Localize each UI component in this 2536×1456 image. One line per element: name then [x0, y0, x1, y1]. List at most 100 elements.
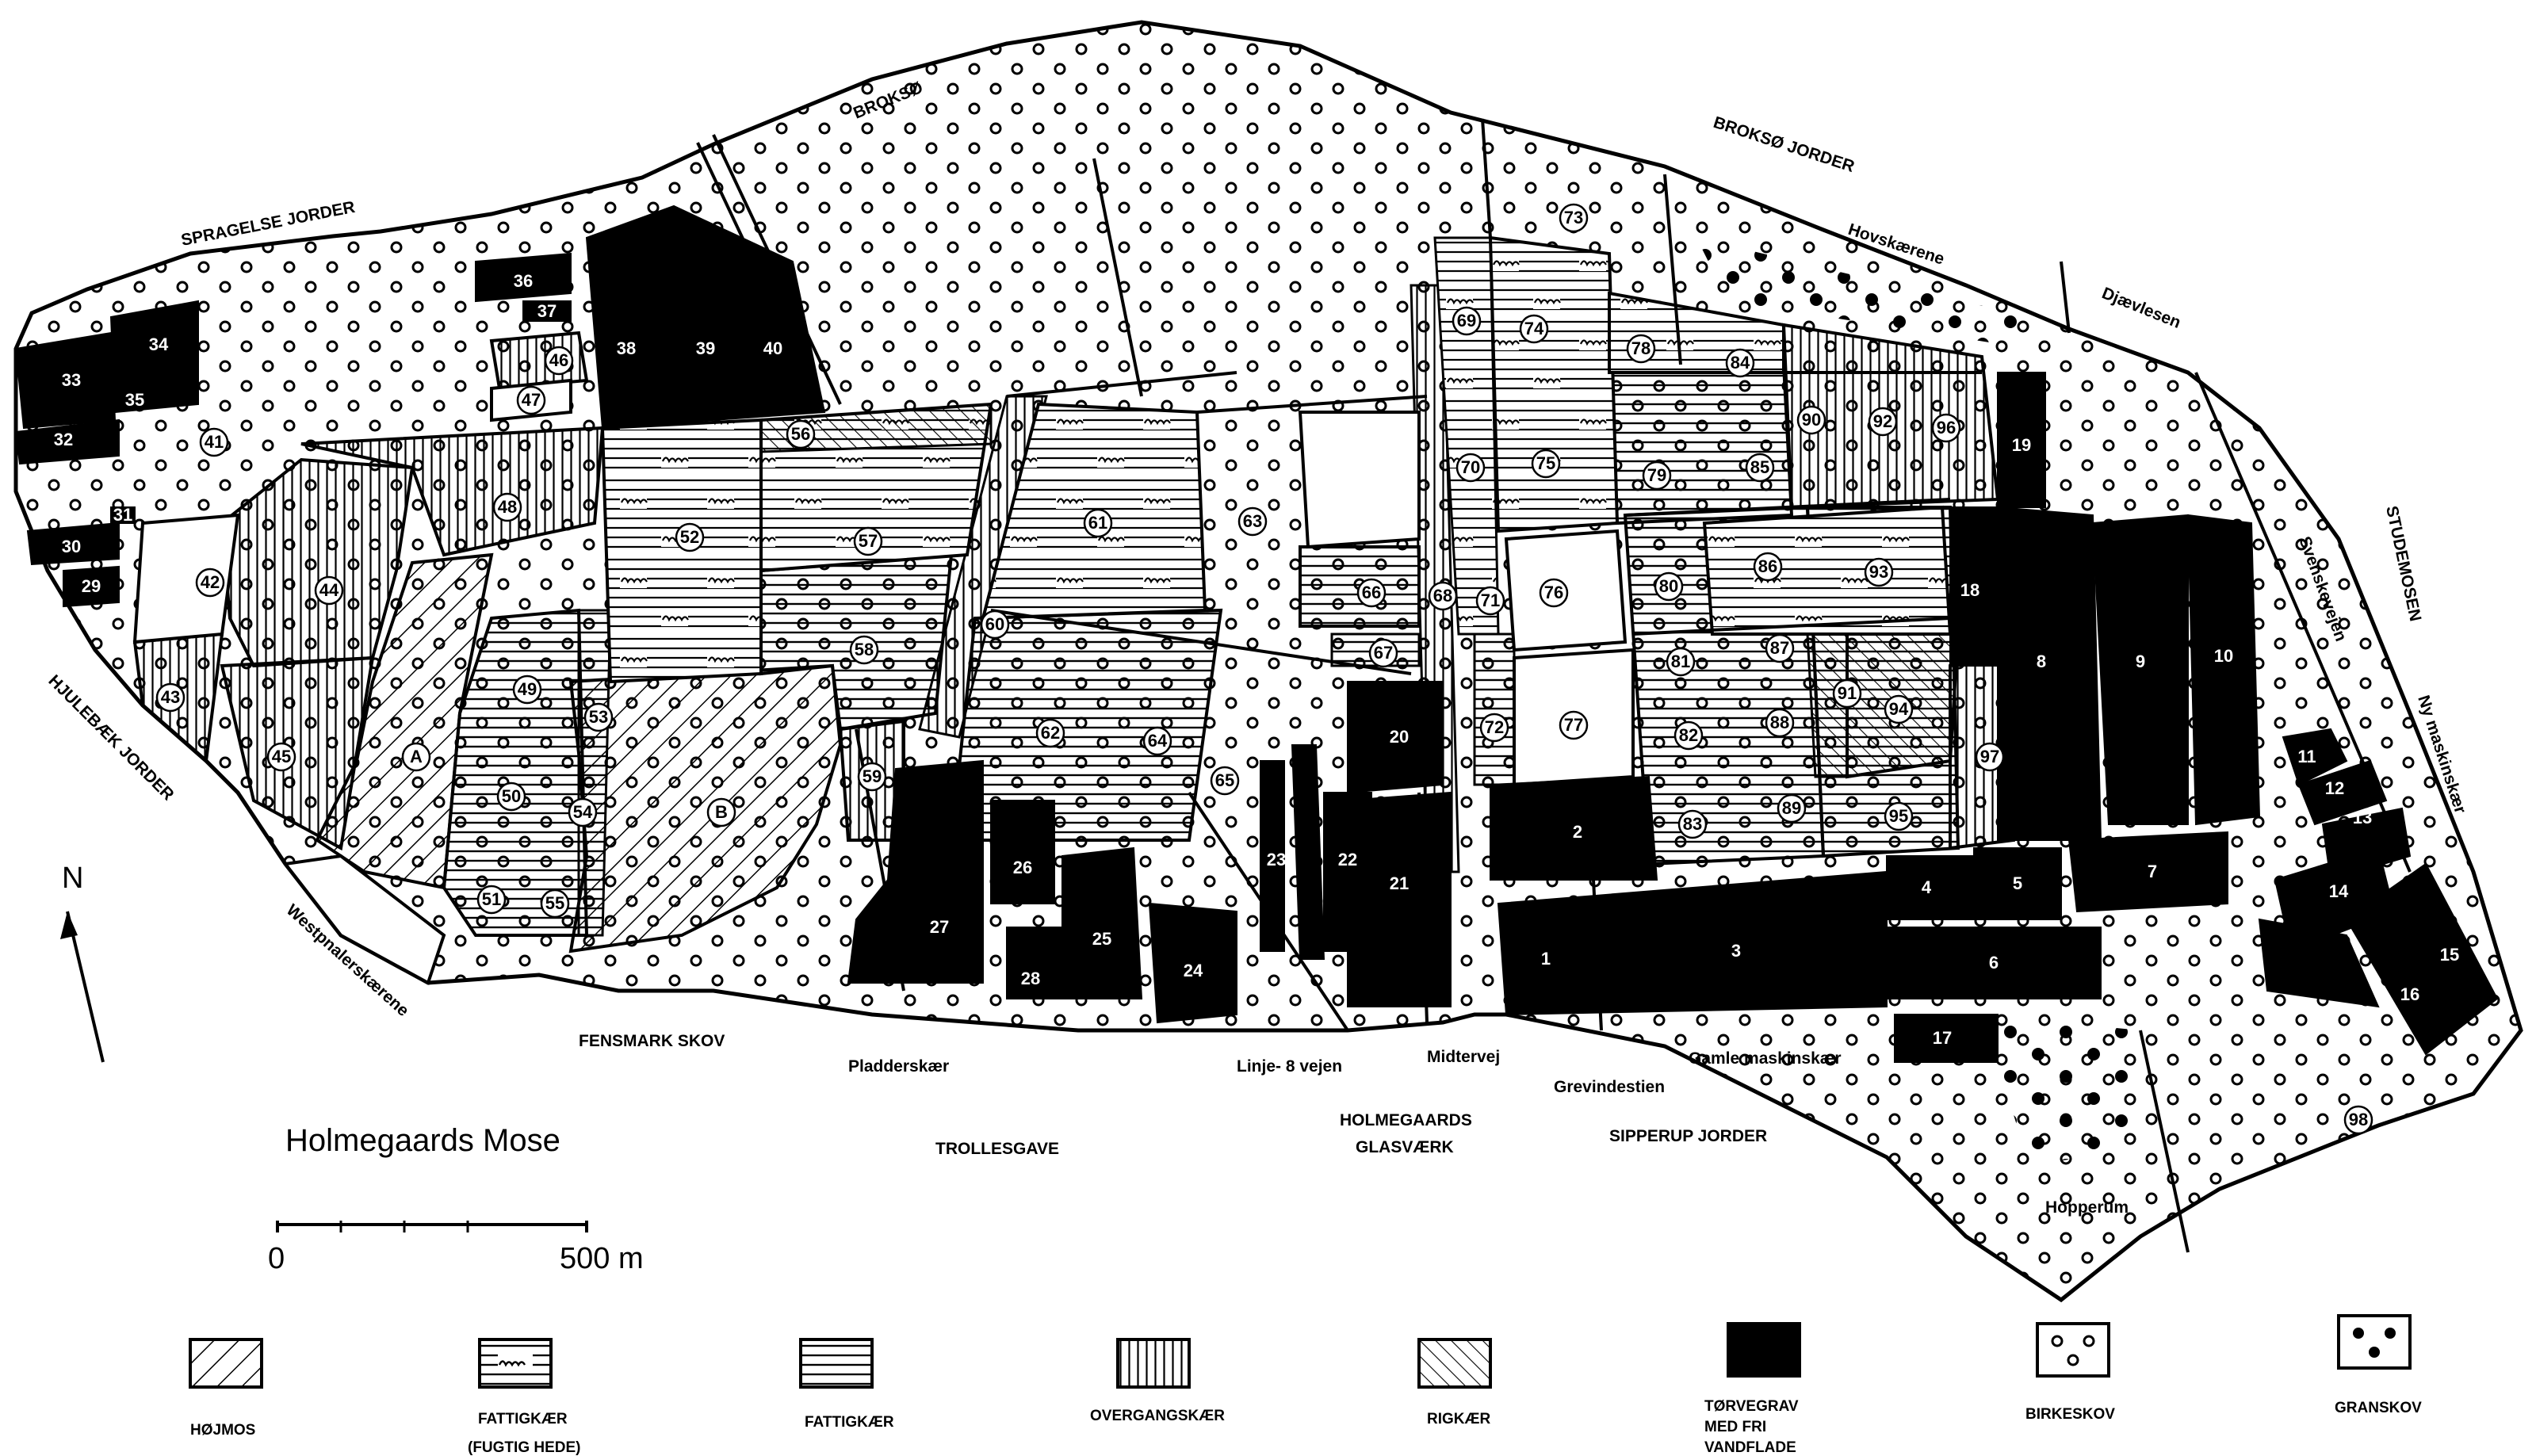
- parcel-label-94: 94: [1889, 699, 1909, 719]
- parcel-badge-41: [199, 427, 229, 457]
- legend-birkeskov-label: BIRKESKOV: [2025, 1406, 2115, 1423]
- parcel-badge-88: [1765, 708, 1795, 738]
- parcel-badge-49: [512, 674, 542, 705]
- parcel-label-98: 98: [2349, 1110, 2368, 1129]
- parcel-badge-81: [1666, 647, 1696, 677]
- legend-torvegrav-label-2: MED FRI: [1704, 1419, 1766, 1435]
- parcel-56-rigkaer: [759, 403, 993, 453]
- parcel-badge-67: [1368, 638, 1398, 668]
- parcel-label-38: 38: [617, 338, 636, 358]
- parcel-label-59: 59: [863, 766, 882, 786]
- parcel-label-22: 22: [1338, 850, 1357, 869]
- parcel-badge-93: [1864, 557, 1894, 587]
- parcel-69-71-hede: [1433, 236, 1500, 636]
- parcel-label-46: 46: [549, 350, 568, 370]
- parcel-badge-83: [1677, 809, 1708, 839]
- parcel-label-32: 32: [54, 430, 73, 449]
- parcel-label-1: 1: [1541, 949, 1551, 969]
- parcel-label-88: 88: [1770, 713, 1789, 732]
- legend-torvegrav-label-1: TØRVEGRAV: [1704, 1398, 1799, 1415]
- parcel-label-89: 89: [1782, 798, 1801, 818]
- scale-bar: 0 500 m: [268, 1221, 644, 1275]
- scale-end: 500 m: [560, 1242, 644, 1275]
- legend-granskov-label: GRANSKOV: [2335, 1400, 2422, 1416]
- parcel-label-75: 75: [1536, 453, 1555, 473]
- parcel-label-9: 9: [2136, 652, 2145, 671]
- legend-torvegrav: TØRVEGRAV MED FRI VANDFLADE: [1704, 1322, 1801, 1456]
- parcel-label-18: 18: [1960, 580, 1979, 600]
- parcel-label-28: 28: [1021, 969, 1040, 988]
- parcel-label-44: 44: [319, 580, 339, 600]
- parcel-label-16: 16: [2400, 984, 2419, 1004]
- parcel-label-6: 6: [1989, 953, 1999, 973]
- parcel-badge-90: [1796, 405, 1826, 435]
- parcel-45-overgangskaer: [220, 655, 375, 851]
- parcel-badge-94: [1884, 694, 1914, 724]
- parcel-label-87: 87: [1770, 638, 1789, 658]
- parcel-badge-54: [568, 797, 598, 827]
- parcel-label-63: 63: [1243, 511, 1262, 531]
- parcel-label-52: 52: [680, 527, 699, 547]
- parcel-48-overgangskaer: [300, 426, 605, 557]
- granskov-hovskaerene: [1696, 238, 2029, 349]
- place-holmegaards-2: GLASVÆRK: [1356, 1138, 1454, 1156]
- parcel-label-34: 34: [149, 334, 169, 354]
- parcel-badge-86: [1753, 552, 1783, 582]
- place-pladderskaer: Pladderskær: [848, 1057, 949, 1076]
- parcel-badge-96: [1931, 413, 1961, 443]
- parcel-badge-58: [849, 635, 879, 665]
- parcel-label-27: 27: [930, 917, 949, 937]
- parcel-badge-85: [1745, 453, 1775, 483]
- legend-overgangskaer: OVERGANGSKÆR: [1090, 1338, 1225, 1424]
- place-djaevlesen: Djævlesen: [2099, 284, 2183, 332]
- parcel-86-hede: [1702, 505, 1953, 636]
- parcel-label-31: 31: [113, 505, 132, 525]
- parcel-label-12: 12: [2325, 778, 2344, 798]
- parcel-label-B: B: [715, 802, 728, 822]
- parcel-badge-91: [1832, 678, 1862, 709]
- parcel-label-26: 26: [1013, 858, 1032, 877]
- parcel-badge-50: [496, 782, 526, 812]
- legend-overgangskaer-label: OVERGANGSKÆR: [1090, 1408, 1225, 1424]
- parcel-label-91: 91: [1838, 683, 1857, 703]
- parcel-label-60: 60: [985, 614, 1004, 634]
- parcel-53-54-55-fattigkaer: [577, 609, 612, 937]
- parcel-label-55: 55: [545, 893, 564, 913]
- parcel-44-overgangskaer: [220, 457, 415, 668]
- parcel-badge-63: [1237, 506, 1268, 537]
- place-studemosen: STUDEMOSEN: [2382, 504, 2424, 623]
- parcel-label-72: 72: [1485, 717, 1504, 737]
- parcel-label-76: 76: [1544, 583, 1563, 602]
- parcel-label-65: 65: [1215, 770, 1234, 790]
- parcel-74-75-hede: [1488, 235, 1620, 533]
- parcel-badge-59: [857, 762, 887, 792]
- parcel-label-85: 85: [1750, 457, 1769, 477]
- north-label: N: [62, 862, 83, 895]
- parcel-label-96: 96: [1937, 418, 1956, 438]
- parcel-label-92: 92: [1873, 411, 1892, 431]
- parcel-label-47: 47: [522, 390, 541, 410]
- parcel-label-51: 51: [482, 889, 501, 909]
- parcel-label-93: 93: [1869, 562, 1888, 582]
- parcel-label-24: 24: [1184, 961, 1203, 980]
- parcel-badge-55: [540, 889, 570, 919]
- parcel-westpnaler-open: [282, 854, 446, 985]
- granskov-hopperum: [1982, 1015, 2140, 1165]
- parcel-badge-B: [706, 797, 736, 827]
- legend-hojmose: HØJMOS: [189, 1338, 263, 1439]
- legend-fattigkaer-fugtig-label-2: (FUGTIG HEDE): [468, 1439, 581, 1456]
- parcel-label-14: 14: [2329, 881, 2349, 901]
- parcel-badge-72: [1479, 713, 1509, 743]
- parcel-label-79: 79: [1647, 465, 1666, 485]
- legend-torvegrav-label-3: VANDFLADE: [1704, 1439, 1796, 1456]
- parcel-badge-82: [1673, 720, 1704, 751]
- place-gamle-maskinskaer: Gamle maskinskær: [1689, 1049, 1842, 1068]
- parcel-label-69: 69: [1457, 311, 1476, 331]
- parcel-badge-61: [1083, 508, 1113, 538]
- parcel-91-rigkaer: [1806, 632, 1849, 778]
- parcel-label-11: 11: [2297, 747, 2316, 766]
- parcel-badge-47: [516, 385, 546, 415]
- parcel-label-36: 36: [514, 271, 533, 291]
- parcel-badge-92: [1868, 407, 1898, 437]
- parcel-label-73: 73: [1564, 208, 1583, 227]
